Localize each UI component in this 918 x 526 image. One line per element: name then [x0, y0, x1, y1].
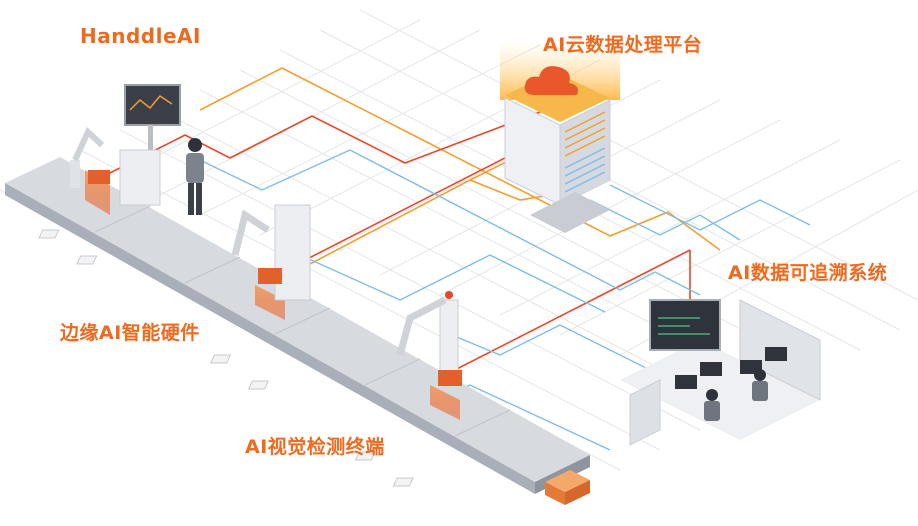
control-operators: [704, 369, 768, 421]
control-room: [620, 299, 821, 446]
end-box: [545, 470, 590, 505]
cloud-server: [500, 40, 620, 233]
workstation-monitors: [675, 347, 787, 389]
product-trays: [38, 229, 414, 487]
vision-terminal-label: AI视觉检测终端: [245, 436, 385, 458]
traceability-system-label: AI数据可追溯系统: [728, 262, 888, 284]
edge-hardware-label: 边缘AI智能硬件: [60, 322, 200, 344]
station-3: [396, 291, 462, 420]
floor-grid: [0, 9, 918, 491]
brand-title: HanddleAI: [80, 24, 201, 48]
station-1: [70, 84, 204, 215]
operator-figure: [186, 138, 204, 215]
station-2: [231, 204, 311, 320]
cloud-icon: [524, 66, 578, 95]
cloud-platform-label: AI云数据处理平台: [543, 34, 703, 56]
